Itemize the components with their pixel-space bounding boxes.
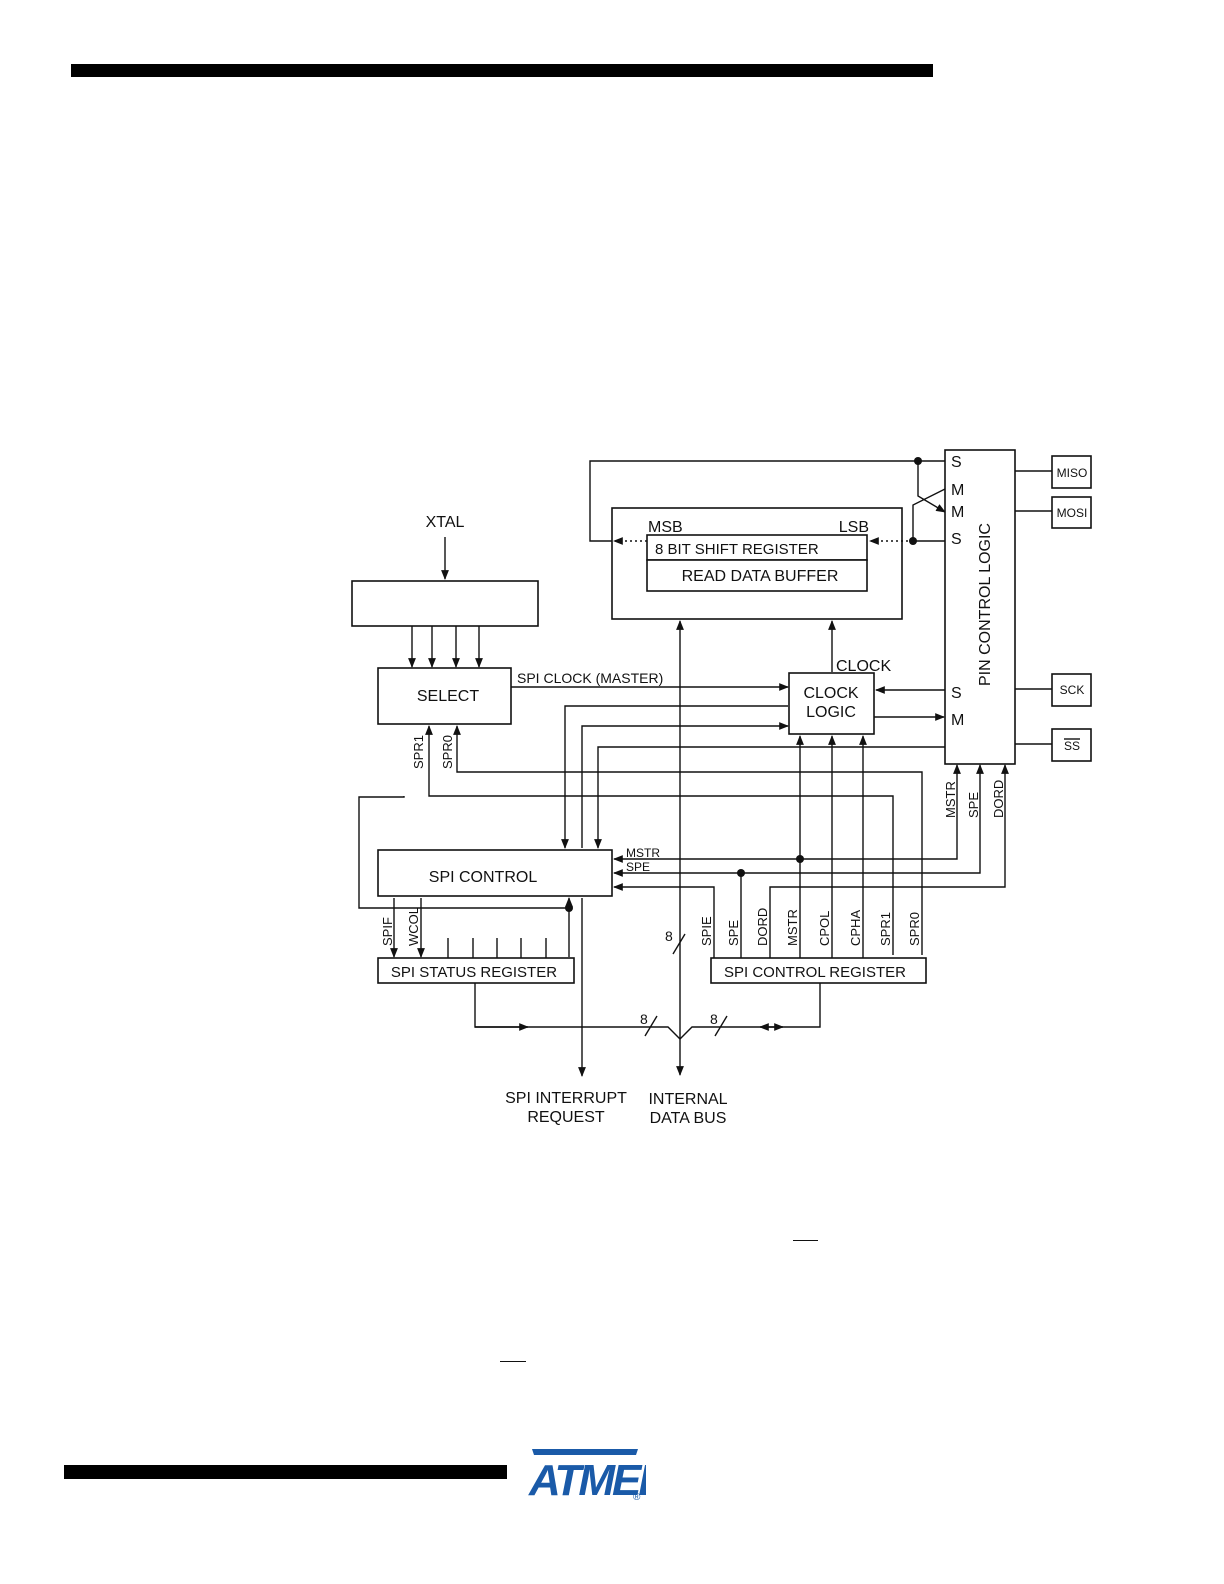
spi-status-register-label: SPI STATUS REGISTER <box>391 964 557 981</box>
prescaler-box <box>351 580 539 627</box>
overline-mark <box>500 1361 526 1363</box>
internal-bus-line1: INTERNAL <box>648 1091 727 1108</box>
shift-register-label: 8 BIT SHIFT REGISTER <box>655 541 819 558</box>
ss-label: SS <box>1064 739 1080 753</box>
clock-logic-line1: CLOCK <box>803 685 858 702</box>
pin-s3: S <box>951 685 962 702</box>
pin-s1: S <box>951 454 962 471</box>
mosi-pin <box>1051 496 1092 529</box>
lsb-label: LSB <box>839 519 869 536</box>
cr-cpha-label: CPHA <box>848 910 863 946</box>
pin-m1: M <box>951 482 964 499</box>
pin-control-logic-box <box>944 449 1016 765</box>
atmel-logo: ATMEL ® <box>528 1449 646 1503</box>
spi-control-label: SPI CONTROL <box>429 869 538 886</box>
pin-m2: M <box>951 504 964 521</box>
ss-pin <box>1051 728 1092 762</box>
spr0-label: SPR0 <box>440 735 455 769</box>
spi-control-register-box <box>710 957 927 984</box>
cr-spr1-label: SPR1 <box>878 912 893 946</box>
cr-spe-label: SPE <box>726 920 741 946</box>
logo-registered-mark: ® <box>633 1492 641 1503</box>
logo-wordmark: ATMEL <box>528 1456 646 1503</box>
miso-label: MISO <box>1057 466 1088 480</box>
spi-interrupt-line2: REQUEST <box>527 1109 605 1126</box>
cr-dord-label: DORD <box>755 908 770 946</box>
spi-control-register-label: SPI CONTROL REGISTER <box>724 964 906 981</box>
spi-status-register-box <box>377 957 575 984</box>
bus-width-label-2: 8 <box>640 1011 648 1027</box>
spif-label: SPIF <box>380 917 395 946</box>
spe-vertical-label: SPE <box>966 792 981 818</box>
dord-vertical-label: DORD <box>991 780 1006 818</box>
cr-mstr-label: MSTR <box>785 909 800 946</box>
clock-logic-line2: LOGIC <box>806 704 856 721</box>
spi-interrupt-line1: SPI INTERRUPT <box>505 1090 627 1107</box>
cr-cpol-label: CPOL <box>817 911 832 946</box>
read-buffer-box <box>646 559 868 592</box>
overline-mark <box>793 1240 818 1242</box>
select-label: SELECT <box>417 688 479 705</box>
read-buffer-label: READ DATA BUFFER <box>682 568 839 585</box>
clock-logic-box <box>788 672 875 735</box>
spi-control-box <box>377 849 613 897</box>
bus-width-label-3: 8 <box>710 1011 718 1027</box>
xtal-label: XTAL <box>426 514 465 531</box>
internal-bus-line2: DATA BUS <box>650 1110 727 1127</box>
clock-label: CLOCK <box>836 658 891 675</box>
mstr-vertical-label: MSTR <box>943 781 958 818</box>
spr1-label: SPR1 <box>411 735 426 769</box>
mosi-label: MOSI <box>1057 506 1088 520</box>
msb-label: MSB <box>648 519 683 536</box>
spi-clock-master-label: SPI CLOCK (MASTER) <box>517 670 663 686</box>
pin-control-logic-label: PIN CONTROL LOGIC <box>977 523 994 686</box>
sck-pin <box>1051 673 1092 707</box>
sck-label: SCK <box>1060 683 1085 697</box>
select-box <box>377 667 512 725</box>
header-rule <box>71 64 933 77</box>
mstr-horizontal-label: MSTR <box>626 846 660 860</box>
spe-horizontal-label: SPE <box>626 860 650 874</box>
pin-s2: S <box>951 531 962 548</box>
cr-spr0-label: SPR0 <box>907 912 922 946</box>
bus-width-label-1: 8 <box>665 928 673 944</box>
cr-spie-label: SPIE <box>699 916 714 946</box>
pin-m3: M <box>951 712 964 729</box>
miso-pin <box>1051 455 1092 489</box>
wcol-label: WCOL <box>406 907 421 946</box>
footer-rule <box>64 1465 507 1479</box>
